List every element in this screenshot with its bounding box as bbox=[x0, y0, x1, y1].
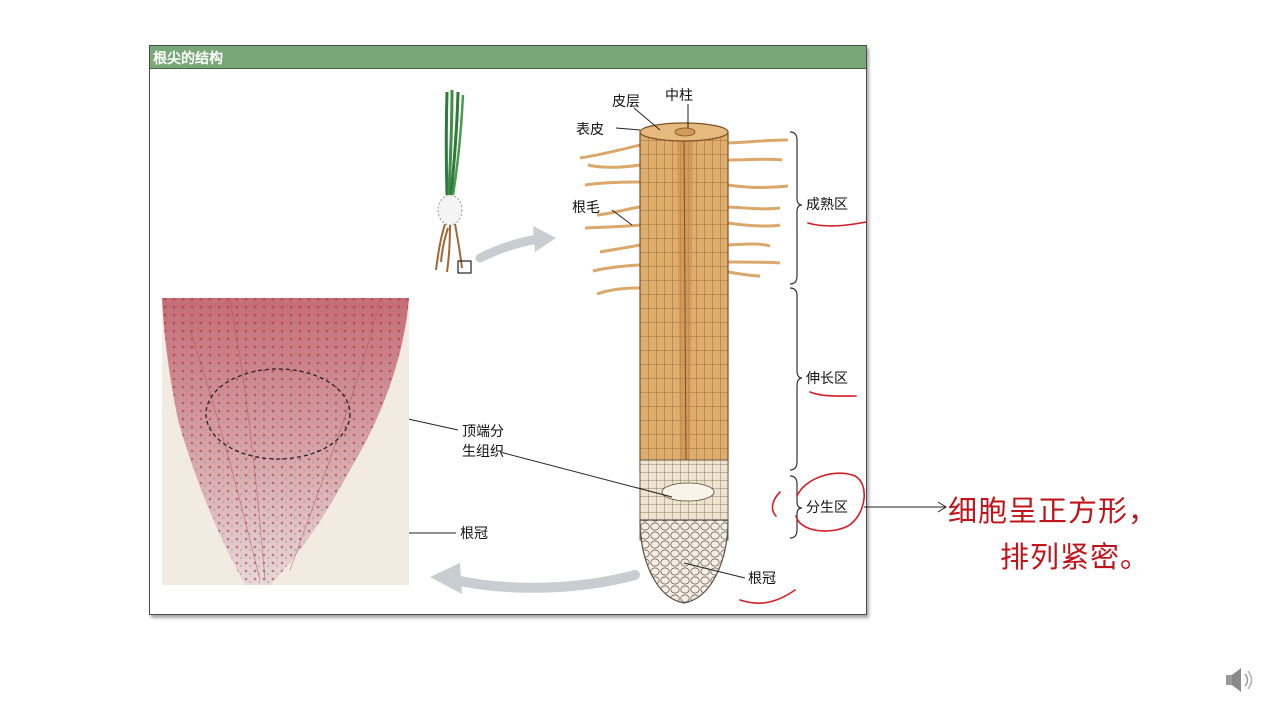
label-apical-meristem-1: 顶端分 bbox=[462, 424, 504, 440]
handwritten-marks bbox=[739, 221, 867, 604]
label-root-cap: 根冠 bbox=[748, 571, 776, 587]
pointer-arrowhead bbox=[937, 501, 947, 513]
arrow-left-icon bbox=[450, 570, 640, 593]
arrow-right-icon bbox=[475, 234, 543, 263]
arrow-head-right bbox=[533, 226, 556, 252]
root-hairs-left bbox=[579, 143, 641, 296]
label-stele: 中柱 bbox=[665, 88, 693, 104]
label-apical-meristem-2: 生组织 bbox=[462, 444, 504, 460]
label-maturation-zone: 成熟区 bbox=[806, 197, 848, 213]
seedling-illustration bbox=[435, 89, 472, 274]
zone-braces bbox=[789, 131, 803, 539]
annotation-line-2: 排列紧密。 bbox=[1000, 540, 1151, 574]
label-root-hair: 根毛 bbox=[572, 200, 600, 216]
figure-title: 根尖的结构 bbox=[153, 51, 223, 67]
root-tip-drawing bbox=[579, 122, 789, 604]
root-hairs-right bbox=[727, 138, 789, 278]
arrow-head-left bbox=[430, 563, 462, 594]
zoom-box bbox=[457, 260, 472, 274]
label-cortex: 皮层 bbox=[612, 94, 640, 110]
figure-header: 根尖的结构 bbox=[150, 46, 866, 69]
root-tip-micrograph bbox=[162, 298, 409, 585]
annotation-text: 细胞呈正方形， 排列紧密。 bbox=[948, 488, 1158, 580]
label-elongation-zone: 伸长区 bbox=[806, 371, 848, 387]
annotation-line-1: 细胞呈正方形， bbox=[948, 494, 1159, 528]
label-meristem-zone: 分生区 bbox=[806, 500, 848, 516]
apical-meristem-outline bbox=[205, 368, 351, 460]
label-epidermis: 表皮 bbox=[576, 122, 604, 138]
speaker-icon[interactable] bbox=[1226, 668, 1253, 692]
label-micro-root-cap: 根冠 bbox=[460, 526, 488, 542]
